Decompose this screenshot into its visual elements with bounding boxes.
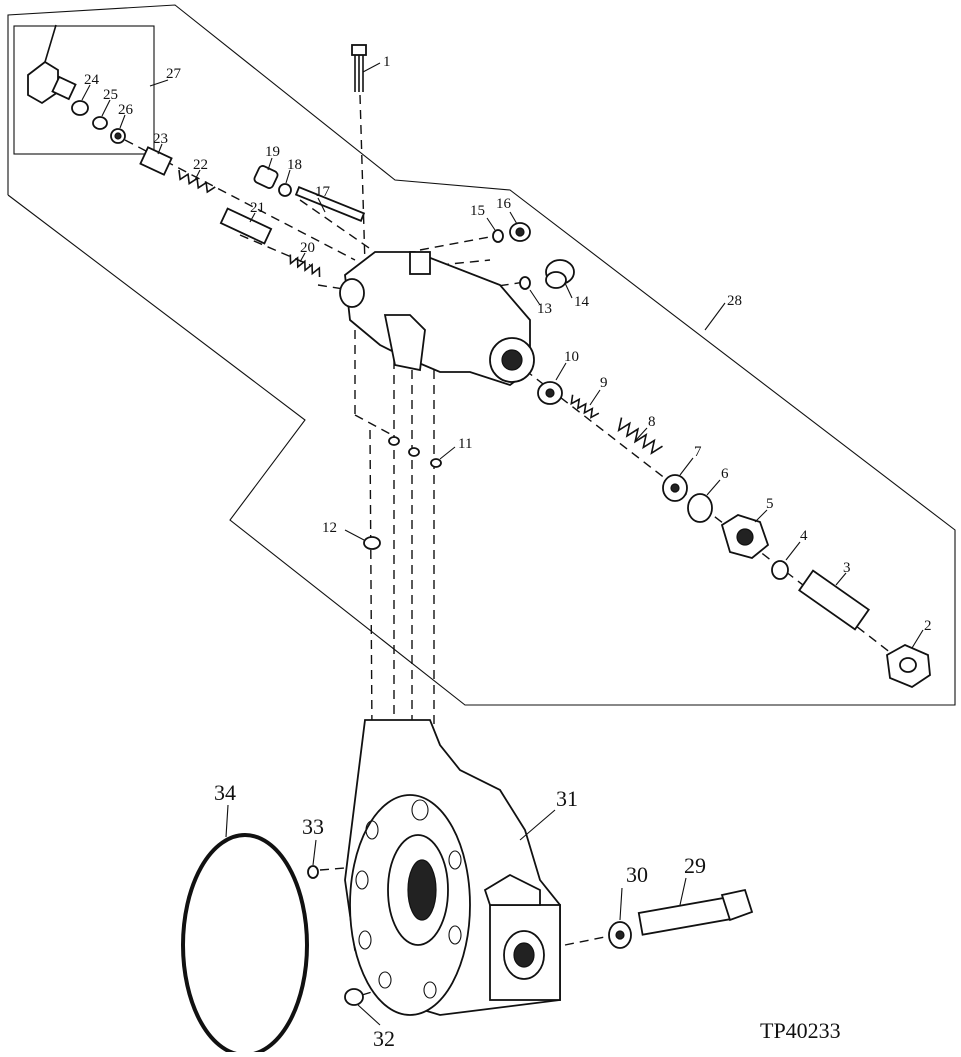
group-outline-27 bbox=[13, 25, 155, 155]
callout-2: 2 bbox=[924, 618, 932, 634]
part-14-plug bbox=[545, 259, 575, 289]
callout-15: 15 bbox=[470, 203, 485, 219]
leader-lines bbox=[81, 62, 924, 1026]
callout-14: 14 bbox=[574, 294, 590, 310]
callout-17: 17 bbox=[315, 184, 331, 200]
part-2-nut bbox=[886, 643, 931, 689]
callout-10: 10 bbox=[564, 349, 579, 365]
part-20-spring bbox=[289, 254, 321, 278]
part-16-plug bbox=[509, 222, 531, 242]
callout-27: 27 bbox=[166, 66, 182, 82]
callout-24: 24 bbox=[84, 72, 100, 88]
part-23-piston bbox=[139, 146, 173, 176]
part-26-fitting bbox=[110, 128, 126, 144]
callout-22: 22 bbox=[193, 157, 208, 173]
callout-31: 31 bbox=[556, 786, 578, 811]
callout-labels: 1 2 3 4 5 6 7 8 9 10 11 12 13 14 15 16 1… bbox=[84, 54, 932, 1051]
callout-25: 25 bbox=[103, 87, 118, 103]
callout-23: 23 bbox=[153, 131, 168, 147]
part-25-o-ring bbox=[92, 116, 108, 130]
part-31-pump-housing bbox=[344, 719, 561, 1016]
part-11-o-rings bbox=[388, 436, 442, 468]
callout-12: 12 bbox=[322, 520, 337, 536]
callout-18: 18 bbox=[287, 157, 302, 173]
callout-30: 30 bbox=[626, 862, 648, 887]
callout-21: 21 bbox=[250, 200, 265, 216]
part-34-seal-ring bbox=[181, 833, 309, 1057]
part-15-o-ring bbox=[492, 229, 504, 243]
part-12-o-ring bbox=[363, 536, 381, 550]
callout-8: 8 bbox=[648, 414, 656, 430]
part-13-o-ring bbox=[519, 276, 531, 290]
callout-28: 28 bbox=[727, 293, 742, 309]
callout-6: 6 bbox=[721, 466, 729, 482]
part-28-valve-housing bbox=[339, 251, 535, 387]
part-24-o-ring bbox=[71, 100, 89, 116]
callout-16: 16 bbox=[496, 196, 512, 212]
callout-26: 26 bbox=[118, 102, 134, 118]
callout-3: 3 bbox=[843, 560, 851, 576]
part-27-plug bbox=[27, 24, 77, 105]
callout-11: 11 bbox=[458, 436, 472, 452]
callout-33: 33 bbox=[302, 814, 324, 839]
part-8-spring bbox=[617, 417, 663, 455]
callout-20: 20 bbox=[300, 240, 315, 256]
part-6-o-ring bbox=[687, 493, 713, 523]
part-18-o-ring bbox=[278, 183, 292, 197]
part-5-nut bbox=[720, 514, 770, 559]
part-1-bolt bbox=[351, 44, 367, 92]
part-4-o-ring bbox=[771, 560, 789, 580]
part-30-washer bbox=[608, 921, 632, 949]
part-29-bolt bbox=[637, 888, 754, 936]
part-10-seat bbox=[537, 381, 563, 405]
part-19-plug bbox=[253, 165, 279, 189]
callout-29: 29 bbox=[684, 853, 706, 878]
callout-34: 34 bbox=[214, 780, 236, 805]
part-22-spring bbox=[178, 169, 216, 194]
callout-1: 1 bbox=[383, 54, 391, 70]
part-32-o-ring bbox=[344, 988, 364, 1006]
callout-5: 5 bbox=[766, 496, 774, 512]
part-7-washer bbox=[662, 474, 688, 502]
callout-9: 9 bbox=[600, 375, 608, 391]
part-17-pin bbox=[294, 186, 366, 222]
part-33-o-ring bbox=[307, 865, 319, 879]
part-3-cartridge bbox=[798, 569, 870, 631]
callout-7: 7 bbox=[694, 444, 702, 460]
part-21-spool bbox=[219, 207, 273, 245]
figure-id: TP40233 bbox=[760, 1018, 841, 1043]
callout-19: 19 bbox=[265, 144, 280, 160]
callout-13: 13 bbox=[537, 301, 552, 317]
callout-32: 32 bbox=[373, 1026, 395, 1051]
part-9-spring bbox=[570, 394, 600, 419]
group-outline-28 bbox=[7, 4, 956, 706]
callout-4: 4 bbox=[800, 528, 808, 544]
